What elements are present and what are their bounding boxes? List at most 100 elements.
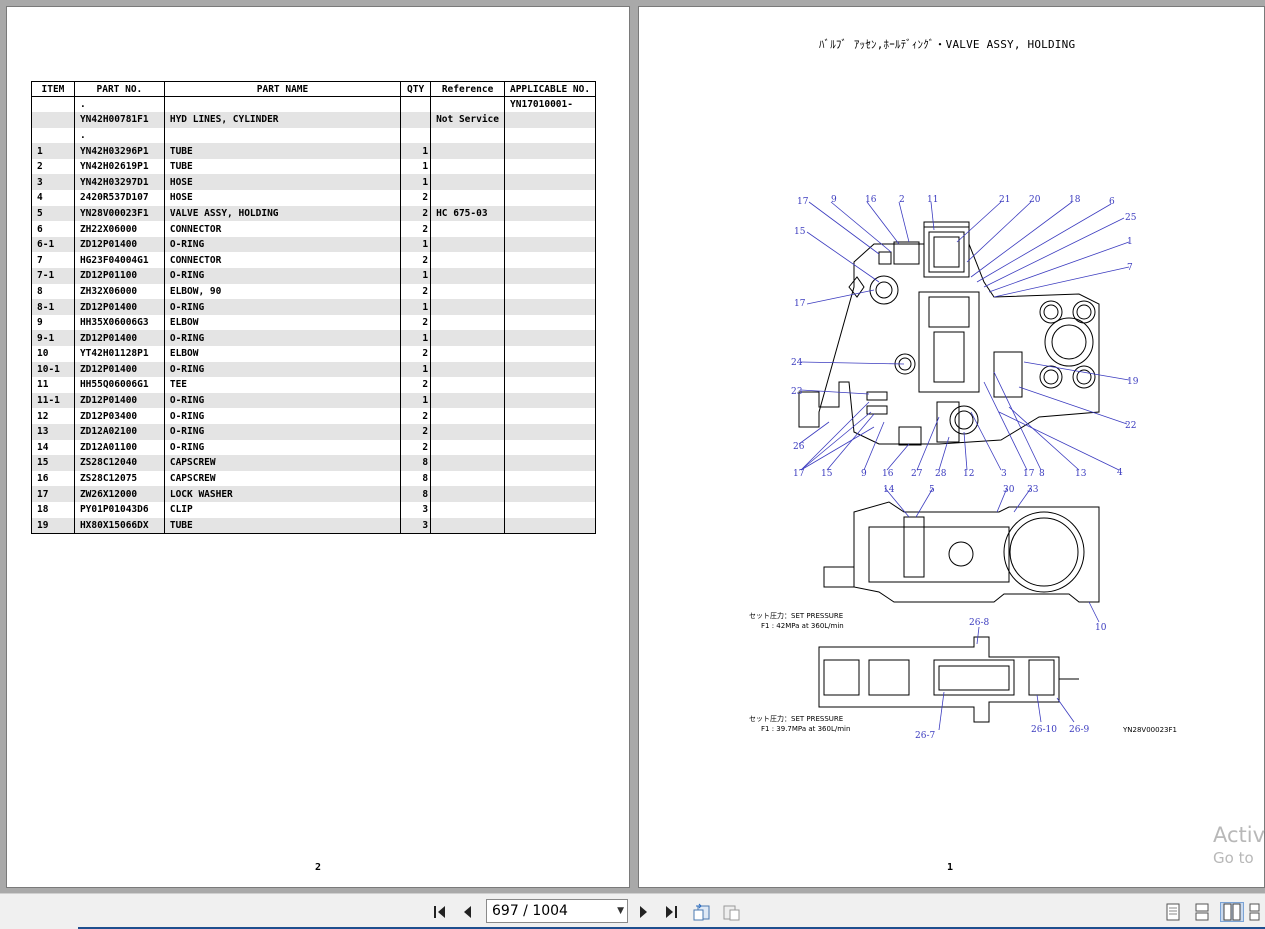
cell-part-no: ZD12A02100: [73, 423, 165, 440]
cell-part-no: ZD12P03400: [73, 408, 165, 424]
cell-item: 6-1: [31, 236, 75, 253]
single-page-view-button[interactable]: [1163, 902, 1183, 922]
callout-label: 19: [1127, 377, 1139, 387]
callout-label: 21: [999, 195, 1010, 205]
table-row: .: [31, 127, 596, 144]
callout-label: 20: [1029, 195, 1041, 205]
cell-qty: 1: [400, 299, 432, 315]
col-reference-header: Reference: [430, 81, 506, 97]
cell-reference: [430, 143, 506, 159]
cell-reference: [430, 283, 506, 300]
cell-qty: 2: [400, 252, 432, 269]
callout-numbers: 17 9 16 2 11 21 20 18 6 25 1 7 15 17 24 …: [791, 195, 1139, 741]
callout-label: 26-8: [969, 618, 989, 628]
cell-qty: 8: [400, 486, 432, 502]
next-view-button[interactable]: [722, 902, 742, 922]
cell-qty: 1: [400, 330, 432, 346]
callout-label: 26: [793, 442, 805, 452]
cell-reference: [430, 392, 506, 409]
callout-label: 23: [791, 387, 803, 397]
page-indicator: 697 / 1004: [492, 903, 568, 919]
table-header-row: ITEM PART NO. PART NAME QTY Reference AP…: [31, 81, 596, 97]
page-number: 1: [947, 862, 954, 873]
document-viewer[interactable]: ITEM PART NO. PART NAME QTY Reference AP…: [0, 0, 1265, 893]
previous-view-button[interactable]: [692, 902, 712, 922]
first-page-button[interactable]: [430, 902, 450, 922]
parts-table: ITEM PART NO. PART NAME QTY Reference AP…: [31, 81, 596, 534]
callout-label: 17: [1023, 469, 1035, 479]
facing-view-button[interactable]: [1220, 902, 1244, 922]
callout-label: 8: [1039, 469, 1045, 479]
cell-part-no: 2420R537D107: [73, 190, 165, 206]
cell-part-no: ZD12P01100: [73, 268, 165, 284]
cell-part-no: ZD12P01400: [73, 299, 165, 315]
cell-part-name: VALVE ASSY, HOLDING: [163, 205, 402, 222]
cell-qty: 1: [400, 158, 432, 175]
prev-page-button[interactable]: [458, 902, 478, 922]
cell-applicable: [504, 408, 596, 424]
callout-label: 14: [883, 485, 895, 495]
cell-part-name: ELBOW: [163, 346, 402, 362]
next-page-button[interactable]: [633, 902, 653, 922]
col-qty-header: QTY: [400, 81, 432, 97]
continuous-facing-icon: [1249, 903, 1260, 921]
cell-item: 10: [31, 346, 75, 362]
chevron-down-icon[interactable]: ▼: [617, 906, 624, 916]
continuous-view-button[interactable]: [1192, 902, 1212, 922]
cell-part-no: .: [73, 96, 165, 113]
callout-label: 13: [1075, 469, 1087, 479]
cell-part-name: CAPSCREW: [163, 455, 402, 471]
first-page-icon: [434, 906, 445, 918]
cell-part-name: TUBE: [163, 158, 402, 175]
cell-applicable: [504, 501, 596, 518]
valve-body-side-view: [823, 501, 1100, 603]
callout-label: 15: [821, 469, 833, 479]
cell-applicable: [504, 314, 596, 331]
note-line: セット圧力：SET PRESSURE: [749, 612, 844, 620]
cell-applicable: [504, 346, 596, 362]
cell-part-name: ELBOW, 90: [163, 283, 402, 300]
cell-item: 10-1: [31, 361, 75, 378]
last-page-icon: [666, 906, 677, 918]
callout-label: 26-10: [1031, 725, 1057, 735]
callout-label: 9: [831, 195, 837, 205]
cell-part-no: YN42H03297D1: [73, 174, 165, 191]
cell-applicable: [504, 127, 596, 144]
cell-item: 11: [31, 377, 75, 393]
cell-applicable: [504, 158, 596, 175]
cell-reference: [430, 190, 506, 206]
cell-applicable: YN17010001-: [504, 96, 596, 113]
cell-part-name: TEE: [163, 377, 402, 393]
callout-label: 17: [793, 469, 805, 479]
cell-part-no: YN42H00781F1: [73, 112, 165, 128]
last-page-button[interactable]: [661, 902, 681, 922]
cell-part-no: ZS28C12075: [73, 470, 165, 487]
cell-part-no: ZD12P01400: [73, 236, 165, 253]
cell-reference: [430, 346, 506, 362]
relief-valve-section-view: [818, 636, 1079, 723]
cell-part-no: ZD12A01100: [73, 439, 165, 456]
cell-item: 8: [31, 283, 75, 300]
previous-view-icon: [693, 903, 710, 921]
cell-applicable: [504, 283, 596, 300]
continuous-facing-view-button[interactable]: [1248, 902, 1262, 922]
cell-reference: [430, 158, 506, 175]
cell-qty: 8: [400, 455, 432, 471]
callout-label: 26-9: [1069, 725, 1089, 735]
cell-reference: [430, 517, 506, 534]
cell-qty: [400, 127, 432, 144]
cell-reference: [430, 455, 506, 471]
cell-part-no: .: [73, 127, 165, 144]
cell-applicable: [504, 439, 596, 456]
valve-assembly-drawing: 17 9 16 2 11 21 20 18 6 25 1 7 15 17 24 …: [791, 195, 1139, 741]
cell-item: 17: [31, 486, 75, 502]
page-number-input[interactable]: 697 / 1004 ▼: [486, 899, 628, 923]
cell-part-name: O-RING: [163, 408, 402, 424]
